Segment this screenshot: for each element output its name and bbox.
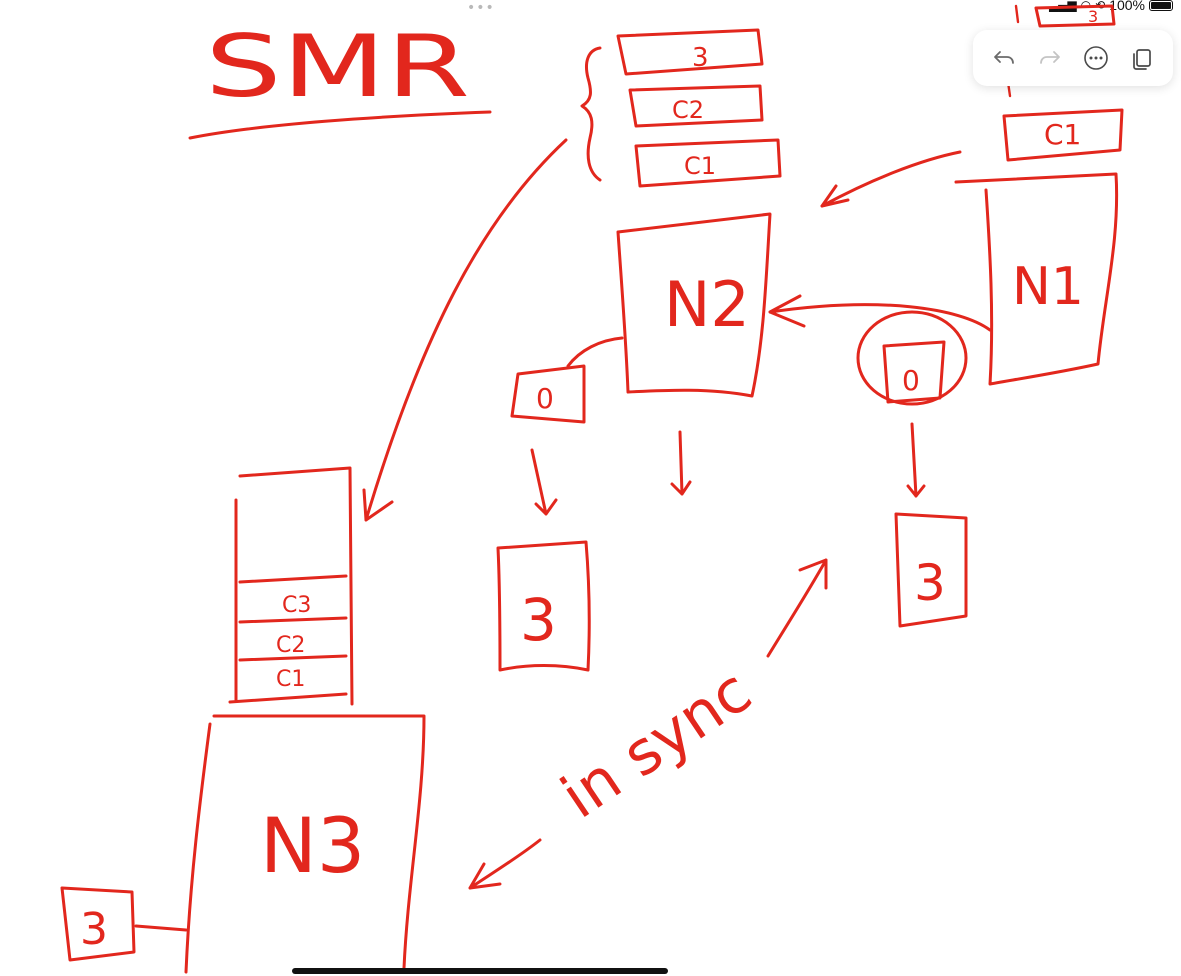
svg-text:3: 3 bbox=[1088, 7, 1098, 26]
n2-stack-brace bbox=[580, 46, 602, 182]
arrow-sync-to-n3 bbox=[468, 838, 542, 890]
floating-toolbar bbox=[973, 30, 1173, 86]
in-sync-label: in sync bbox=[549, 656, 764, 832]
arrow-sync-to-n1 bbox=[766, 558, 828, 658]
battery-icon bbox=[1149, 0, 1173, 11]
title-smr: SMR bbox=[205, 17, 470, 117]
multitask-dots[interactable]: ••• bbox=[467, 0, 495, 16]
svg-text:0: 0 bbox=[536, 382, 554, 415]
n2-stack-entry-top: 3 bbox=[616, 28, 764, 76]
svg-text:0: 0 bbox=[902, 364, 920, 397]
svg-text:C3: C3 bbox=[282, 593, 311, 618]
svg-text:N3: N3 bbox=[260, 801, 365, 890]
home-indicator[interactable] bbox=[292, 968, 668, 974]
copy-icon[interactable] bbox=[1124, 40, 1160, 76]
n2-stack-entry-c1: C1 bbox=[634, 138, 782, 188]
n2-state-initial: 0 bbox=[510, 336, 624, 424]
arrow-n1-state-down bbox=[906, 422, 926, 498]
n3-stack: C3 C2 C1 bbox=[228, 466, 354, 706]
node-n3: N3 bbox=[184, 714, 426, 974]
svg-text:3: 3 bbox=[80, 904, 108, 955]
svg-text:C2: C2 bbox=[276, 633, 305, 658]
arrow-n1-state-to-n2 bbox=[768, 294, 992, 332]
arrow-n1-to-n2-stack bbox=[820, 150, 962, 208]
n2-state-result: 3 bbox=[496, 540, 591, 672]
svg-text:C1: C1 bbox=[276, 667, 305, 692]
svg-text:C2: C2 bbox=[672, 96, 704, 124]
battery-percentage: 100% bbox=[1109, 0, 1145, 13]
n1-stack-entry-top: 3 bbox=[1034, 4, 1116, 28]
n1-stack-entry-c1: C1 bbox=[1002, 108, 1124, 162]
arrow-n2-state-down bbox=[530, 448, 558, 516]
svg-text:N1: N1 bbox=[1012, 257, 1084, 317]
svg-text:C1: C1 bbox=[1044, 118, 1081, 151]
svg-text:3: 3 bbox=[914, 554, 946, 612]
svg-text:C1: C1 bbox=[684, 152, 716, 180]
node-n2: N2 bbox=[616, 212, 772, 398]
node-n1: N1 bbox=[954, 172, 1119, 386]
redo-icon[interactable] bbox=[1032, 40, 1068, 76]
arrow-n2-down bbox=[670, 430, 692, 496]
undo-icon[interactable] bbox=[986, 40, 1022, 76]
n1-state-result: 3 bbox=[894, 512, 968, 628]
more-icon[interactable] bbox=[1078, 40, 1114, 76]
svg-text:3: 3 bbox=[692, 43, 709, 73]
svg-text:3: 3 bbox=[520, 586, 557, 654]
arrow-n2-stack-to-n3-stack bbox=[362, 138, 568, 522]
n1-state-initial: 0 bbox=[856, 310, 968, 406]
svg-text:N2: N2 bbox=[664, 268, 750, 341]
title-underline bbox=[188, 110, 492, 140]
n3-state: 3 bbox=[60, 886, 188, 962]
n2-stack-entry-c2: C2 bbox=[628, 84, 764, 128]
